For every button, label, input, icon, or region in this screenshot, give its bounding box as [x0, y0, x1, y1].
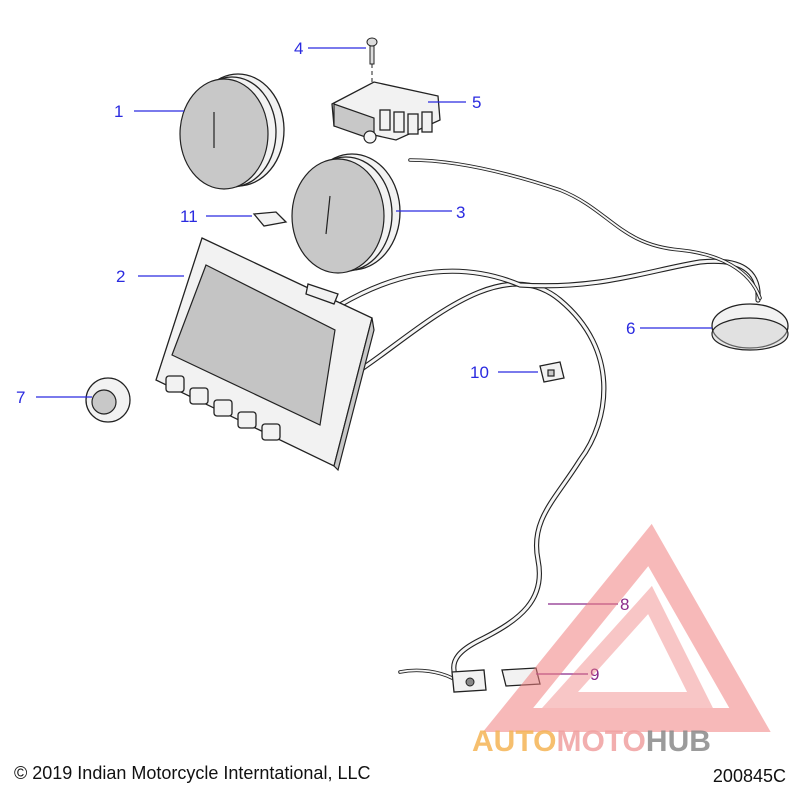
callout-2: 2 — [116, 267, 125, 286]
connector-10 — [539, 361, 565, 383]
callout-5: 5 — [472, 93, 481, 112]
callout-10: 10 — [470, 363, 489, 382]
callout-6: 6 — [626, 319, 635, 338]
knob-7 — [85, 377, 131, 423]
callout-8: 8 — [620, 595, 629, 614]
usb-connector — [451, 669, 487, 693]
copyright-text: © 2019 Indian Motorcycle Interntational,… — [14, 763, 371, 783]
callout-3: 3 — [456, 203, 465, 222]
speaker-3 — [291, 153, 401, 274]
harness-wire — [337, 158, 762, 680]
drawing-number: 200845C — [712, 766, 786, 786]
antenna-puck-6 — [711, 303, 789, 351]
leader-lines — [36, 47, 712, 675]
callout-11: 11 — [180, 207, 198, 226]
cap-9 — [501, 667, 541, 687]
display-buttons — [165, 375, 281, 441]
amplifier-module-5 — [331, 81, 441, 144]
callout-7: 7 — [16, 388, 25, 407]
speaker-1 — [179, 73, 285, 190]
callout-9: 9 — [590, 665, 599, 684]
pad-11 — [252, 211, 288, 227]
callout-4: 4 — [294, 39, 303, 58]
callout-1: 1 — [114, 102, 123, 121]
display-unit-2 — [155, 237, 375, 472]
